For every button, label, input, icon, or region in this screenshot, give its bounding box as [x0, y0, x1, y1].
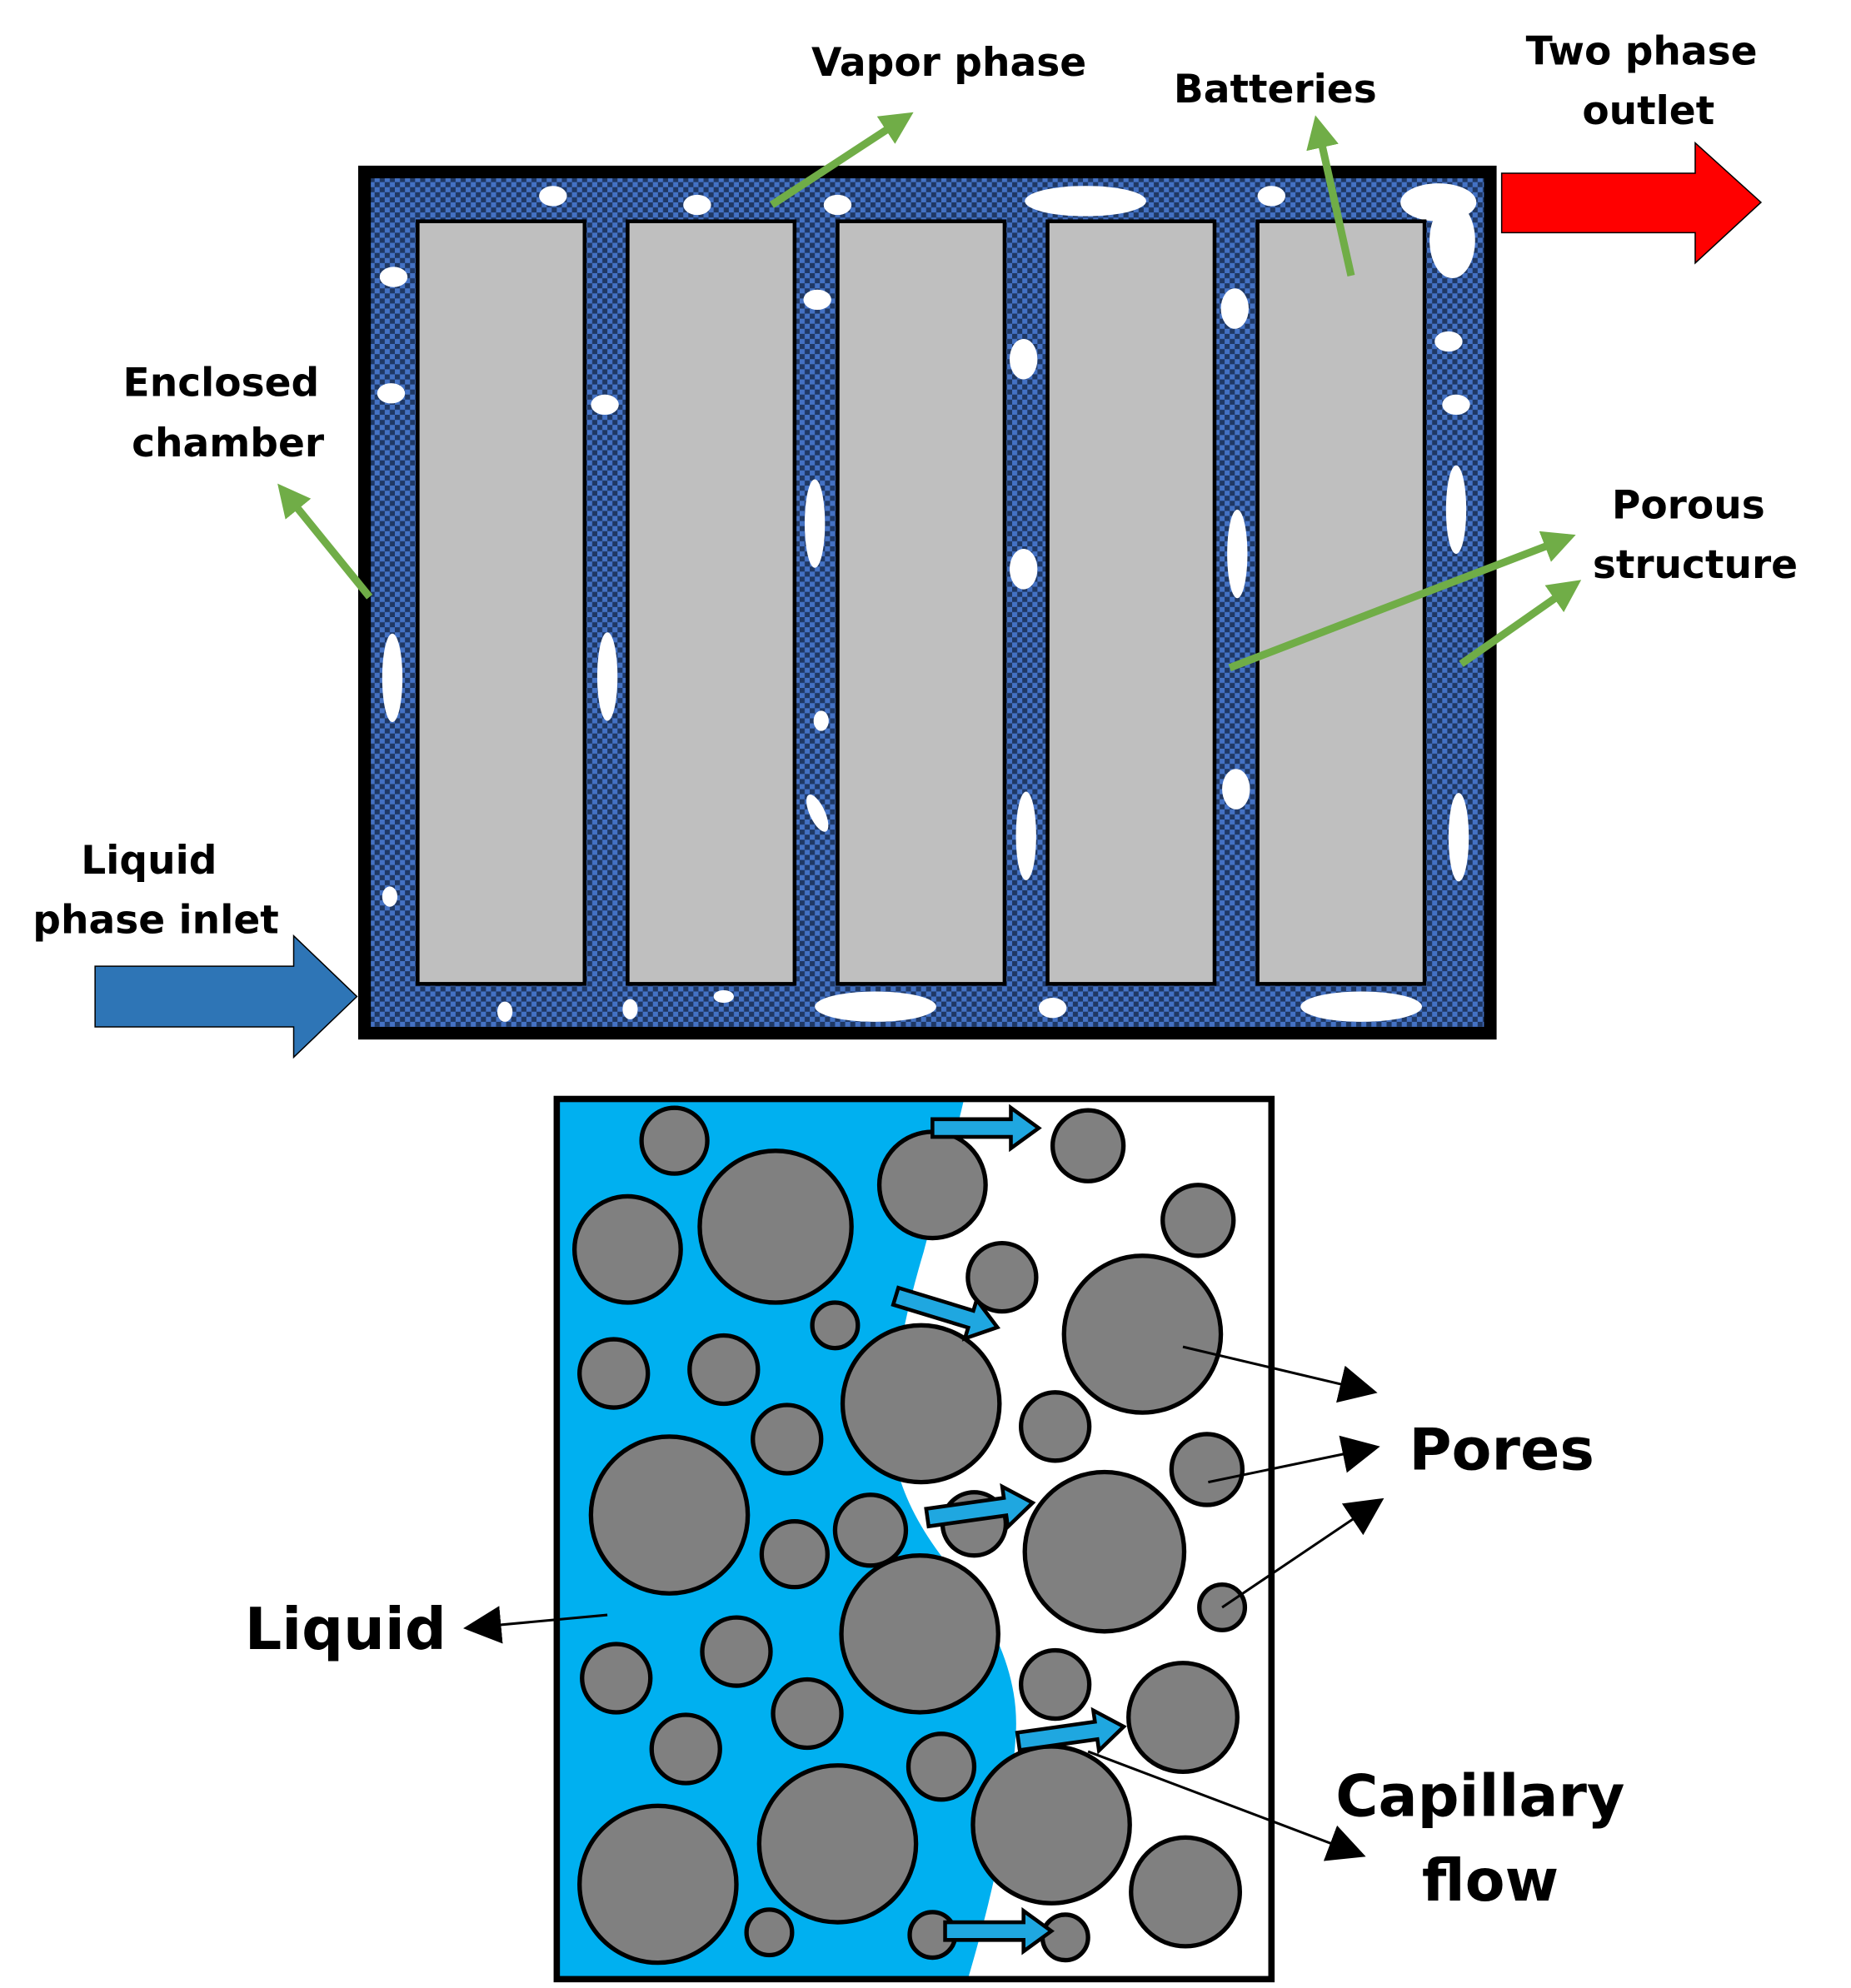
vapor-bubble [1446, 466, 1466, 554]
enclosed-chamber-label: Enclosed chamber [123, 360, 333, 466]
pore [582, 1644, 651, 1712]
pore [761, 1522, 827, 1587]
vapor-bubble [382, 634, 402, 722]
liquid-label: Liquid [245, 1596, 447, 1663]
vapor-bubble [714, 990, 734, 1003]
pore [591, 1437, 747, 1593]
vapor-bubble [814, 710, 829, 730]
vapor-bubble [1258, 186, 1285, 206]
pore [759, 1766, 916, 1922]
pore [1163, 1185, 1234, 1256]
vapor-bubble [597, 632, 617, 720]
pore [690, 1335, 758, 1403]
vapor-bubble [1442, 395, 1469, 415]
vapor-bubble [382, 886, 397, 906]
vapor-bubble [824, 195, 851, 215]
vapor-bubble [591, 395, 618, 415]
capillary-flow-label: Capillary flow [1335, 1762, 1645, 1915]
pore [700, 1151, 851, 1303]
pore [651, 1715, 720, 1783]
pore [1021, 1651, 1090, 1719]
enclosed-chamber [365, 172, 1490, 1034]
pore [575, 1196, 681, 1303]
pore [753, 1405, 821, 1473]
vapor-bubble [1227, 510, 1247, 598]
porous-structure-label: Porous structure [1593, 483, 1798, 588]
vapor-bubble [1039, 998, 1066, 1018]
pore [843, 1325, 1000, 1482]
pore [1171, 1434, 1242, 1505]
vapor-bubble [803, 290, 831, 310]
pore [835, 1495, 906, 1566]
pore [773, 1679, 841, 1747]
pore [1064, 1256, 1220, 1413]
inlet-arrow [95, 936, 357, 1058]
vapor-bubble [683, 195, 711, 215]
pore [641, 1108, 707, 1173]
vapor-phase-label: Vapor phase [811, 40, 1086, 86]
battery-cell [837, 222, 1004, 984]
vapor-bubble [1434, 331, 1462, 351]
vapor-bubble [380, 267, 407, 286]
vapor-bubble [1016, 792, 1036, 880]
enclosed-chamber-pointer [282, 490, 370, 597]
vapor-bubble [1221, 288, 1249, 329]
battery-cell [417, 222, 584, 984]
vapor-bubble [1429, 202, 1475, 278]
pores-label: Pores [1409, 1416, 1594, 1483]
vapor-bubble [815, 991, 936, 1021]
pore [580, 1339, 648, 1408]
pore [580, 1806, 736, 1962]
vapor-bubble [377, 383, 405, 403]
vapor-bubble [1449, 793, 1469, 881]
pore [1129, 1663, 1238, 1772]
pore [841, 1556, 998, 1712]
vapor-bubble [497, 1002, 512, 1022]
pore-detail [471, 1099, 1378, 1980]
vapor-bubble [539, 186, 566, 206]
battery-cell [1048, 222, 1215, 984]
pore [880, 1132, 986, 1238]
pore [1021, 1393, 1090, 1461]
vapor-bubble [1222, 769, 1250, 810]
two-phase-outlet-label: Two phase outlet [1526, 28, 1771, 133]
pore [973, 1746, 1130, 1903]
vapor-bubble [1010, 549, 1037, 590]
pore [746, 1910, 792, 1956]
vapor-bubble [1025, 186, 1146, 216]
vapor-bubble [1010, 339, 1037, 380]
batteries-label: Batteries [1174, 67, 1377, 112]
battery-cell [627, 222, 794, 984]
outlet-arrow [1502, 143, 1761, 263]
pore [909, 1734, 975, 1800]
vapor-bubble [805, 479, 825, 567]
vapor-bubble [622, 999, 637, 1019]
pore [1053, 1110, 1124, 1181]
pore [812, 1303, 858, 1348]
vapor-bubble [1300, 991, 1422, 1021]
pore [702, 1617, 771, 1686]
pore [1200, 1585, 1245, 1631]
pore [1131, 1837, 1240, 1946]
pore [1042, 1915, 1088, 1961]
liquid-phase-inlet-label: Liquid phase inlet [32, 838, 278, 943]
pore [1025, 1472, 1184, 1631]
